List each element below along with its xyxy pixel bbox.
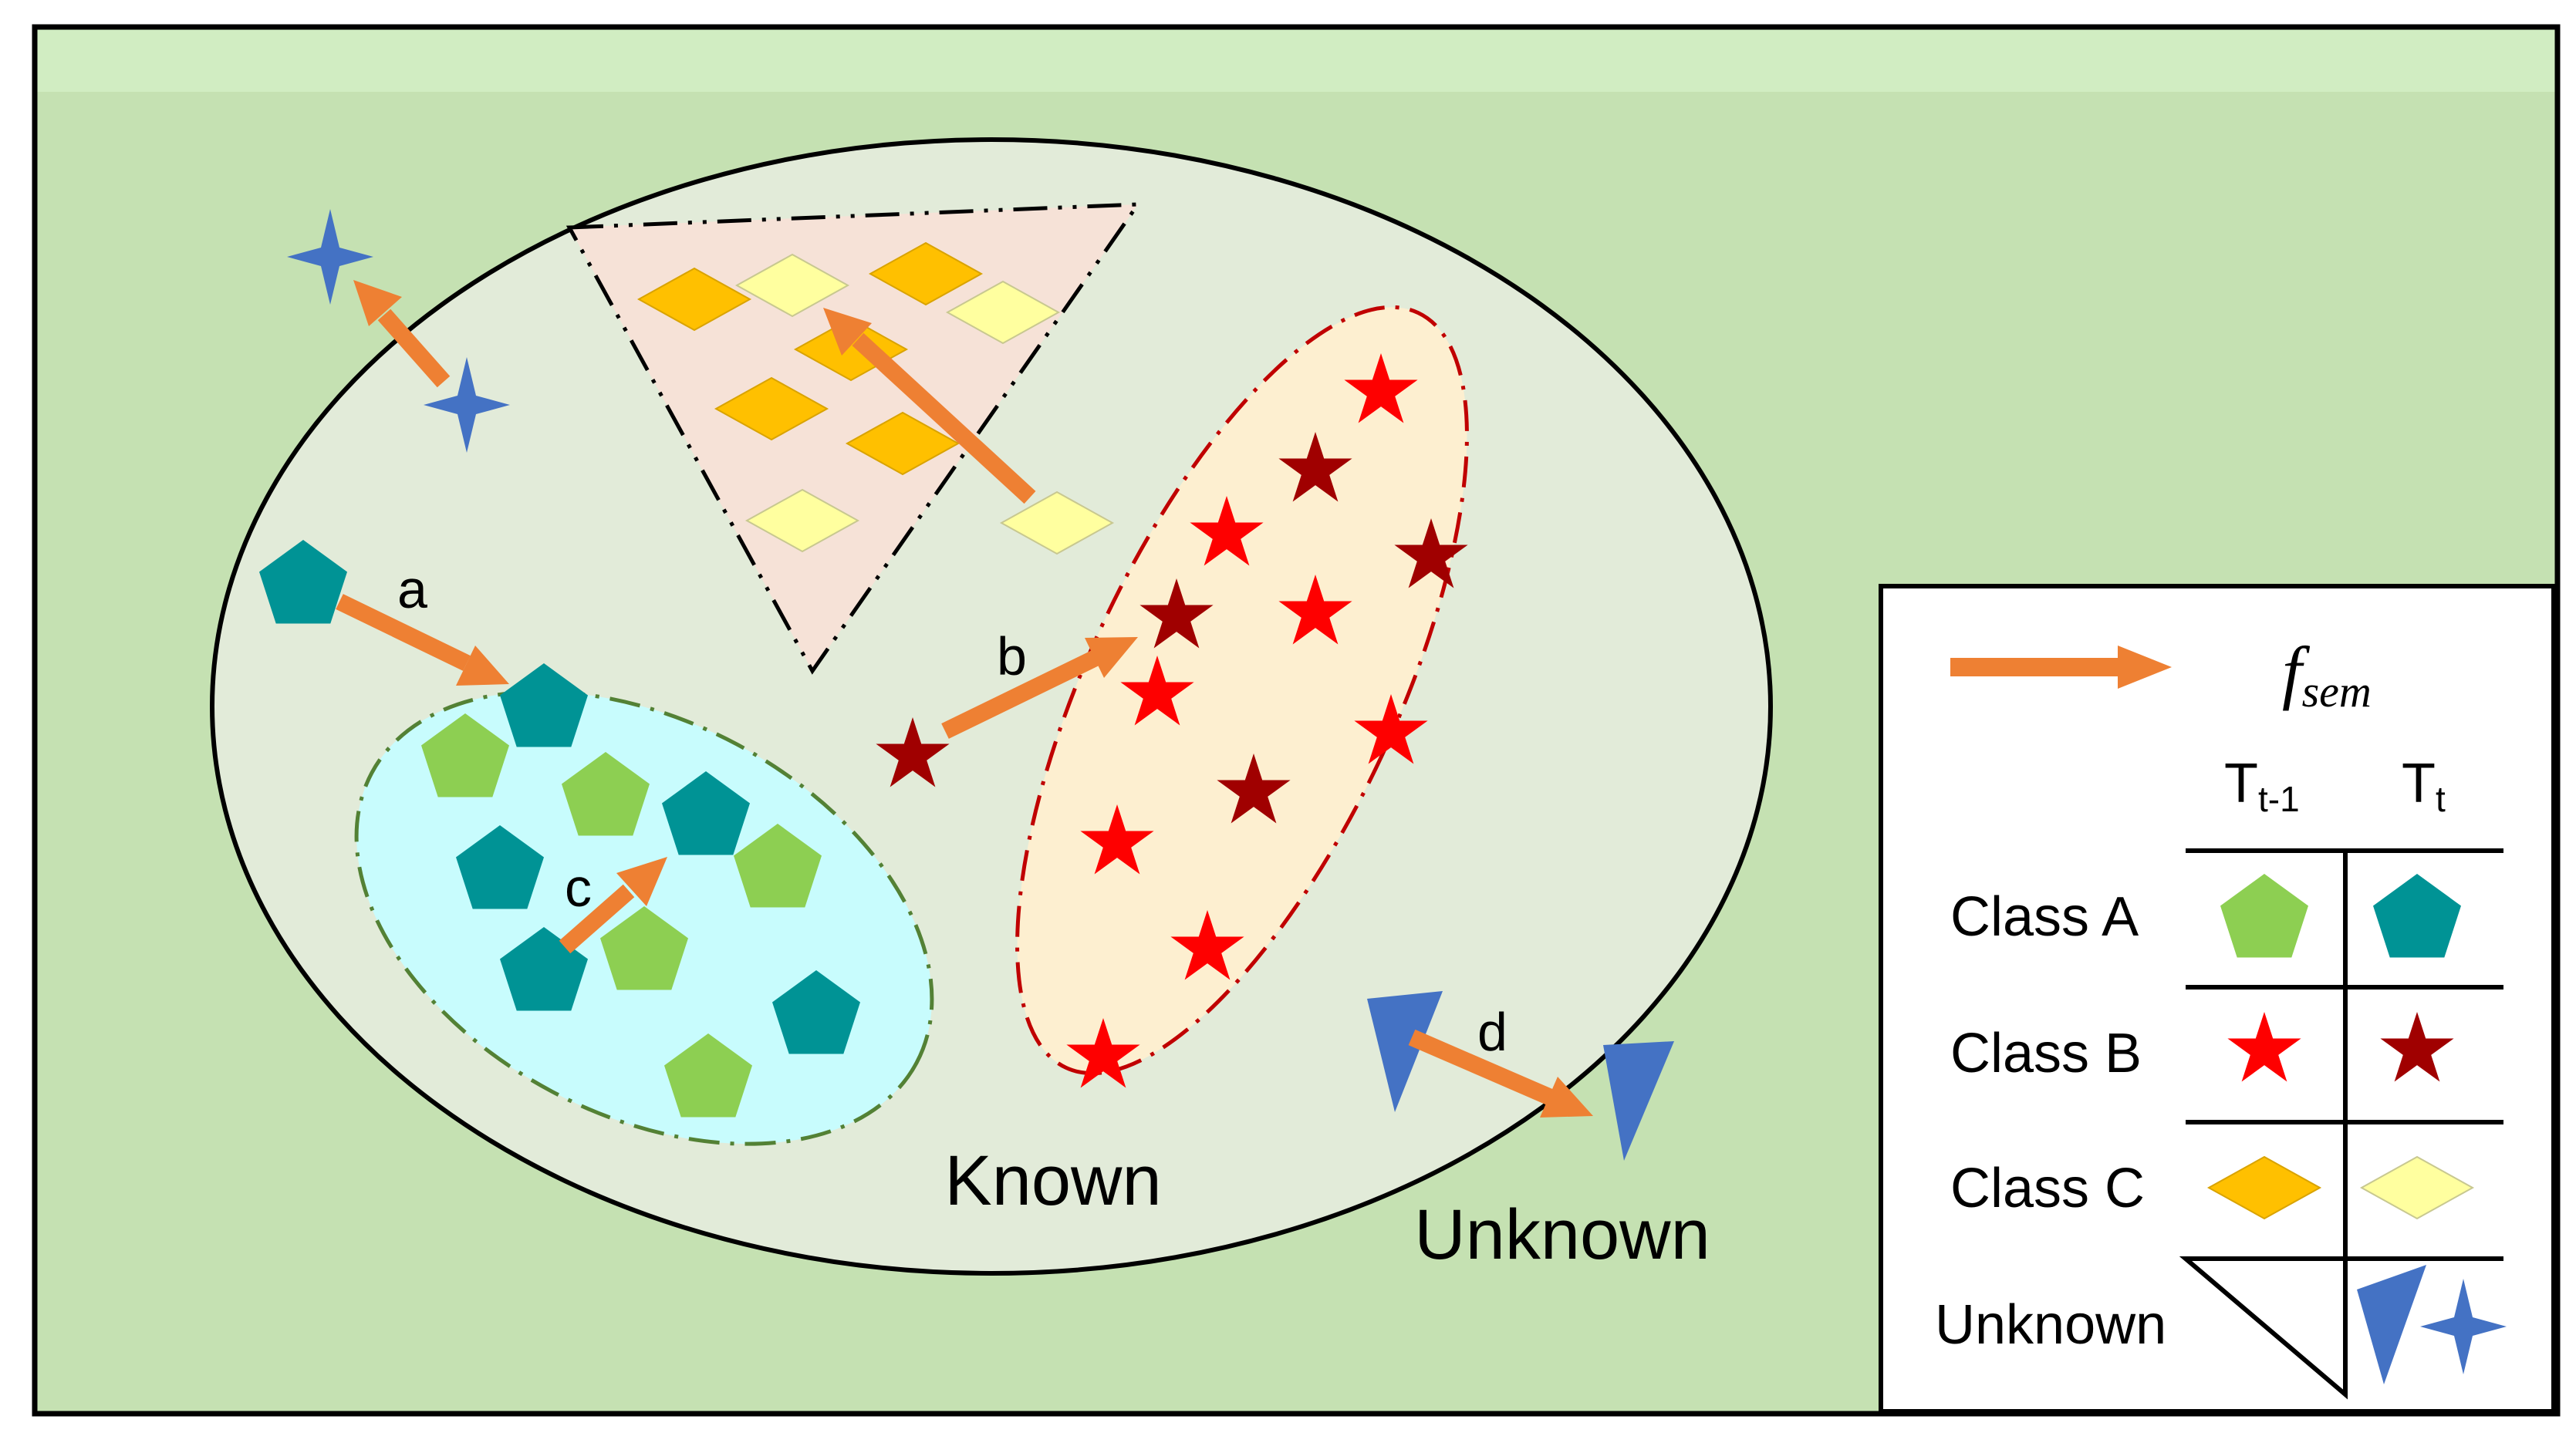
legend-row-label-class-b: Class B bbox=[1950, 1023, 2142, 1084]
arrow-unknown-sparkle-line bbox=[377, 308, 451, 388]
arrow-unknown-sparkle-head bbox=[353, 280, 402, 326]
arrow-c-line bbox=[559, 884, 635, 954]
legend-box: fsem Tt-1 Tt Class A Class B Class C Unk… bbox=[1879, 584, 2556, 1414]
diagram-border bbox=[32, 24, 2561, 1417]
semantic-arrows bbox=[336, 308, 1555, 1106]
semantic-arrowheads bbox=[353, 280, 1593, 1118]
arrow-label-c: c bbox=[565, 858, 592, 918]
legend-col2-main: T bbox=[2402, 753, 2436, 814]
legend-background bbox=[1879, 584, 2556, 1414]
arrow-c-class-line bbox=[852, 332, 1036, 504]
arrow-label-a: a bbox=[397, 559, 427, 619]
legend-col1-main: T bbox=[2224, 753, 2258, 814]
arrow-b-head bbox=[1085, 637, 1138, 678]
arrow-label-d: d bbox=[1477, 1002, 1507, 1062]
legend-fsem-arrowhead bbox=[2118, 646, 2172, 689]
arrow-d-head bbox=[1540, 1077, 1593, 1118]
known-label: Known bbox=[944, 1141, 1161, 1220]
legend-fsem-sub: sem bbox=[2302, 666, 2372, 716]
legend-col-t-minus-1: Tt-1 bbox=[2224, 753, 2300, 819]
legend-row-label-class-c: Class C bbox=[1950, 1158, 2145, 1219]
arrow-a-line bbox=[336, 594, 471, 671]
legend-col2-sub: t bbox=[2436, 779, 2446, 819]
class-b-cluster-ellipse bbox=[1015, 305, 1469, 1076]
unknown-triangle-shape bbox=[1603, 1041, 1674, 1161]
arrow-label-b: b bbox=[997, 626, 1027, 686]
legend-unknown-triangle-shape bbox=[2357, 1265, 2426, 1384]
legend-col-t: Tt bbox=[2402, 753, 2446, 819]
legend-col1-sub: t-1 bbox=[2258, 779, 2300, 819]
arrow-b-line bbox=[941, 650, 1099, 739]
legend-unknown-empty-cell-triangle bbox=[2179, 1256, 2348, 1400]
unknown-triangle-shape bbox=[1367, 991, 1443, 1112]
arrow-c-head bbox=[616, 857, 667, 906]
legend-row-label-unknown: Unknown bbox=[1935, 1294, 2166, 1356]
arrow-d-line bbox=[1408, 1029, 1555, 1106]
legend-row-label-class-a: Class A bbox=[1950, 886, 2139, 948]
arrow-a-head bbox=[456, 646, 509, 686]
arrow-c-class-head bbox=[823, 308, 872, 356]
unknown-label: Unknown bbox=[1414, 1195, 1710, 1274]
background-top-band bbox=[35, 27, 2557, 92]
